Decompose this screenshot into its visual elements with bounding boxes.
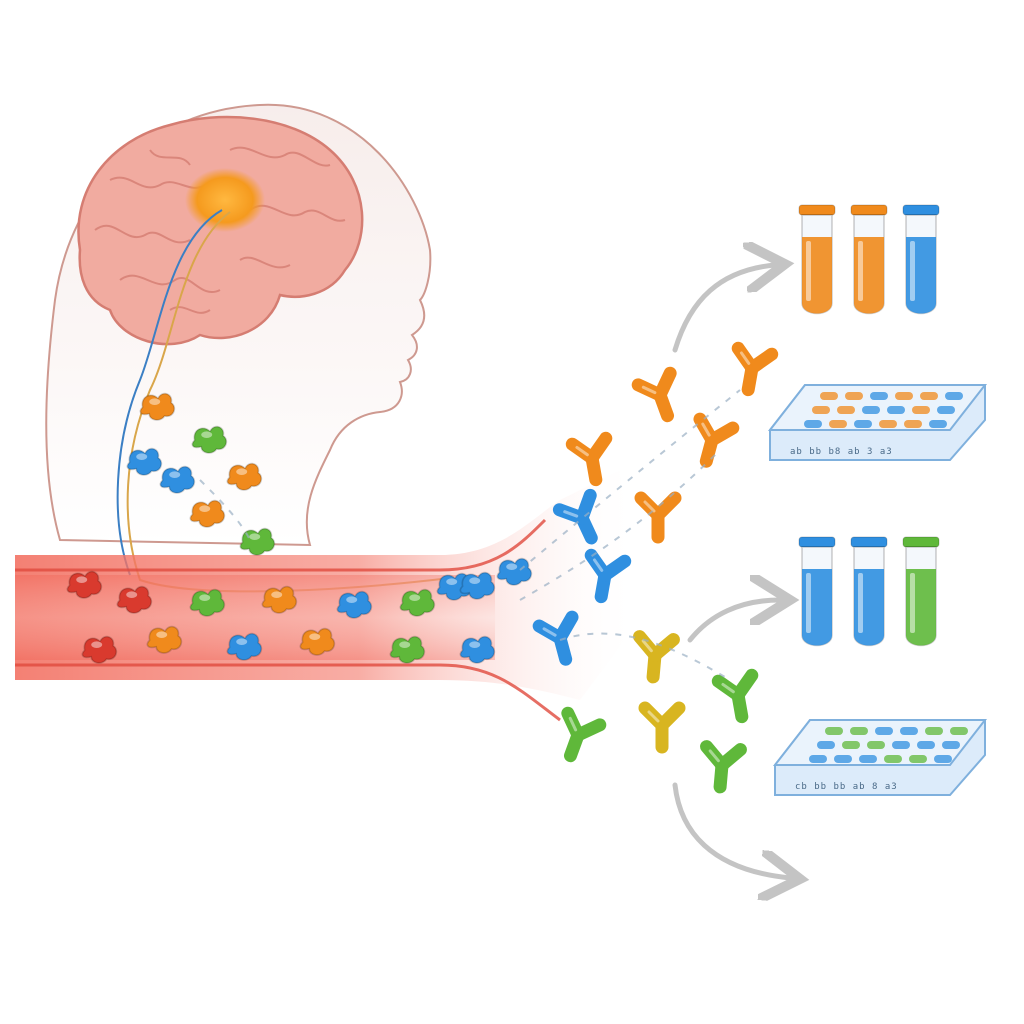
- blue-antibody: [584, 548, 632, 604]
- orange-molecule: [226, 462, 263, 491]
- plate-well: [829, 420, 847, 428]
- arrow-to-top-tubes: [672, 265, 775, 353]
- blue-molecule: [496, 557, 533, 586]
- plate-well: [804, 420, 822, 428]
- plate-well: [825, 727, 843, 735]
- plate-well: [909, 755, 927, 763]
- red-molecule: [116, 585, 153, 614]
- blue-molecule: [126, 447, 163, 476]
- plate-well: [817, 741, 835, 749]
- plate-well: [842, 741, 860, 749]
- orange-molecule: [299, 627, 336, 656]
- plate-well: [845, 392, 863, 400]
- orange-molecule: [261, 585, 298, 614]
- orange-antibody: [731, 341, 779, 397]
- blue-molecule: [159, 465, 196, 494]
- plate-well: [812, 406, 830, 414]
- plate-well: [862, 406, 880, 414]
- blue-molecule: [226, 632, 263, 661]
- plate-well: [834, 755, 852, 763]
- red-molecule: [81, 635, 118, 664]
- blue-molecule: [336, 590, 373, 619]
- plate-well: [950, 727, 968, 735]
- arrow-bottom-out: [672, 782, 790, 878]
- neck-molecules: [126, 392, 276, 556]
- brain-hotspot: [185, 168, 265, 232]
- orange-molecule: [139, 392, 176, 421]
- assay-plate-top: ab bb b8 ab 3 a3: [767, 384, 988, 461]
- orange-antibody: [565, 431, 613, 487]
- assay-plate-bottom: cb bb bb ab 8 a3: [772, 719, 988, 796]
- orange-molecule: [146, 625, 183, 654]
- plate-well: [904, 420, 922, 428]
- green-molecule: [191, 425, 228, 454]
- green-antibody: [561, 706, 607, 763]
- plate-well: [870, 392, 888, 400]
- blue-antibody: [552, 488, 598, 545]
- test-tube-blue: [798, 536, 836, 647]
- plate-well: [820, 392, 838, 400]
- blood-molecules: [66, 557, 533, 664]
- test-tube-orange: [798, 204, 836, 315]
- antibodies: [532, 341, 779, 794]
- test-tube-orange: [850, 204, 888, 315]
- plate-well: [854, 420, 872, 428]
- plate-well: [920, 392, 938, 400]
- plate-well: [895, 392, 913, 400]
- flow-lines: [199, 389, 741, 681]
- plate-well: [850, 727, 868, 735]
- brain: [77, 115, 364, 346]
- plate-well: [937, 406, 955, 414]
- arrow-to-bottom-tubes: [687, 600, 780, 643]
- plate-well: [809, 755, 827, 763]
- orange-antibody: [631, 366, 677, 423]
- orange-molecule: [189, 499, 226, 528]
- orange-antibody: [693, 412, 740, 468]
- plate-well: [859, 755, 877, 763]
- red-molecule: [66, 570, 103, 599]
- plate-well: [934, 755, 952, 763]
- test-tubes-top: [798, 204, 940, 315]
- green-antibody: [711, 668, 759, 724]
- green-molecule: [189, 588, 226, 617]
- plate-well: [929, 420, 947, 428]
- green-molecule: [399, 588, 436, 617]
- blue-molecule: [459, 571, 496, 600]
- plate-well: [884, 755, 902, 763]
- test-tube-blue: [902, 204, 940, 315]
- green-molecule: [239, 527, 276, 556]
- green-antibody: [700, 740, 747, 794]
- yellow-antibody: [633, 630, 680, 684]
- blue-molecule: [459, 635, 496, 664]
- orange-antibody: [634, 491, 682, 544]
- plate-well: [875, 727, 893, 735]
- plate-well: [887, 406, 905, 414]
- plate-well: [879, 420, 897, 428]
- plate-bottom-code: cb bb bb ab 8 a3: [795, 782, 898, 792]
- test-tube-green: [902, 536, 940, 647]
- process-arrows: [672, 265, 790, 878]
- blue-antibody: [532, 610, 579, 666]
- green-molecule: [389, 635, 426, 664]
- plate-well: [837, 406, 855, 414]
- plate-well: [945, 392, 963, 400]
- test-tube-blue: [850, 536, 888, 647]
- test-tubes-bottom: [798, 536, 940, 647]
- yellow-antibody: [638, 701, 686, 754]
- plate-top-code: ab bb b8 ab 3 a3: [790, 447, 893, 457]
- plate-well: [892, 741, 910, 749]
- plate-well: [925, 727, 943, 735]
- plate-well: [900, 727, 918, 735]
- plate-well: [912, 406, 930, 414]
- plate-well: [942, 741, 960, 749]
- plate-well: [867, 741, 885, 749]
- plate-well: [917, 741, 935, 749]
